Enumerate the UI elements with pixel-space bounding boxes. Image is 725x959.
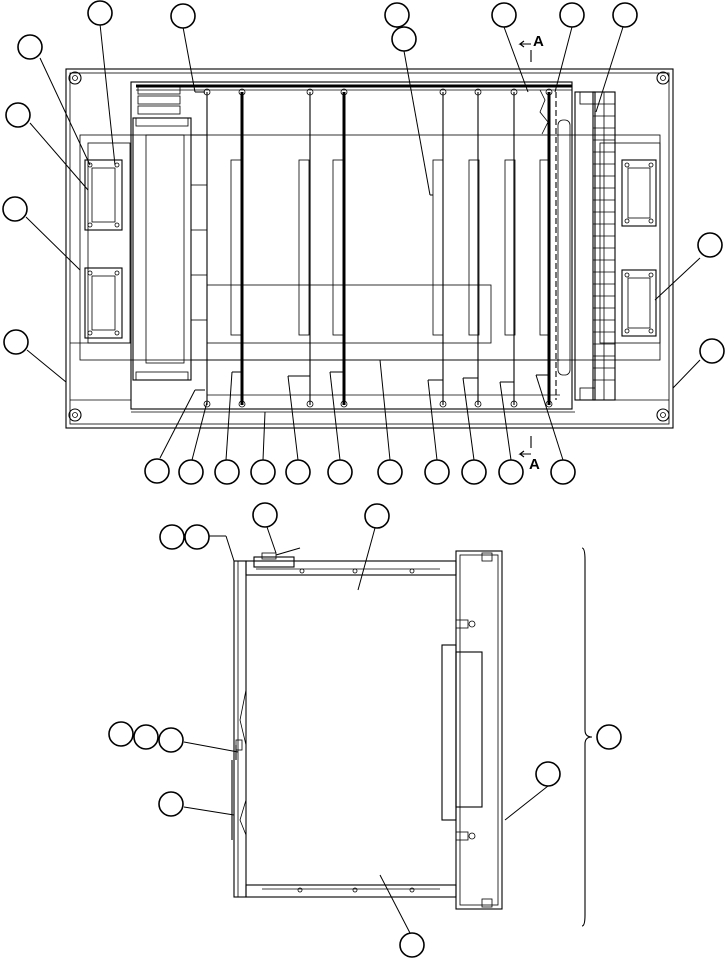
callout-bubble [559,2,585,28]
callout-bubble [498,459,524,485]
callout-bubble [184,524,210,550]
section-marker-top: A [518,33,544,62]
section-marker-bottom: A [518,436,540,473]
callout-bubble [377,459,403,485]
panel-side-section-view [231,547,593,927]
section-label-top: A [533,33,544,50]
callout-bubble [399,932,425,958]
callout-bubble [87,0,113,26]
callout-bubble [108,721,134,747]
callout-bubble [17,34,43,60]
gland-plate-right-top [621,159,657,227]
left-module [132,117,192,381]
callout-bubble [252,502,278,528]
vent-louvers [137,85,181,115]
bottom-channel [245,884,457,898]
section-label-bottom: A [529,456,540,473]
terminal-strip [574,91,616,401]
callout-bubble [158,791,184,817]
callout-bubble [144,458,170,484]
callout-bubble [178,459,204,485]
callout-bubble [250,459,276,485]
callout-bubble [699,338,725,364]
callout-bubble [159,524,185,550]
card-slots [230,159,551,336]
callout-bubble [3,329,29,355]
callout-bubble [158,727,184,753]
callout-bubble [391,26,417,52]
gland-plate-left-top [84,159,123,231]
panel-front-view: A A [65,33,674,473]
gland-plate-right-bottom [621,269,657,337]
callout-bubble [461,459,487,485]
door-panel [233,560,247,898]
callout-bubble [364,503,390,529]
backplate [130,81,573,410]
callout-bubble [5,102,31,128]
callout-bubble [491,2,517,28]
callout-bubble [697,232,723,258]
callout-bubble [550,459,576,485]
callout-bubble [285,459,311,485]
enclosure-outline [65,68,674,429]
callout-bubble [133,724,159,750]
callout-bubble [384,2,410,28]
rear-cabinet [455,550,503,910]
callout-bubble [596,724,622,750]
callout-bubble [612,2,638,28]
mount-bolts [455,619,476,841]
top-channel [245,560,457,576]
rod-caps [203,88,553,408]
gland-plate-left-bottom [84,267,123,339]
callout-bubble [535,761,561,787]
support-rods [206,92,551,405]
terminal-rungs [593,103,615,381]
callout-bubble [2,196,28,222]
callout-bubble [424,459,450,485]
callout-bubble [170,3,196,29]
callout-bubble [214,459,240,485]
callout-bubble [327,459,353,485]
leader-lines [25,23,701,934]
corner-holes [68,71,670,422]
